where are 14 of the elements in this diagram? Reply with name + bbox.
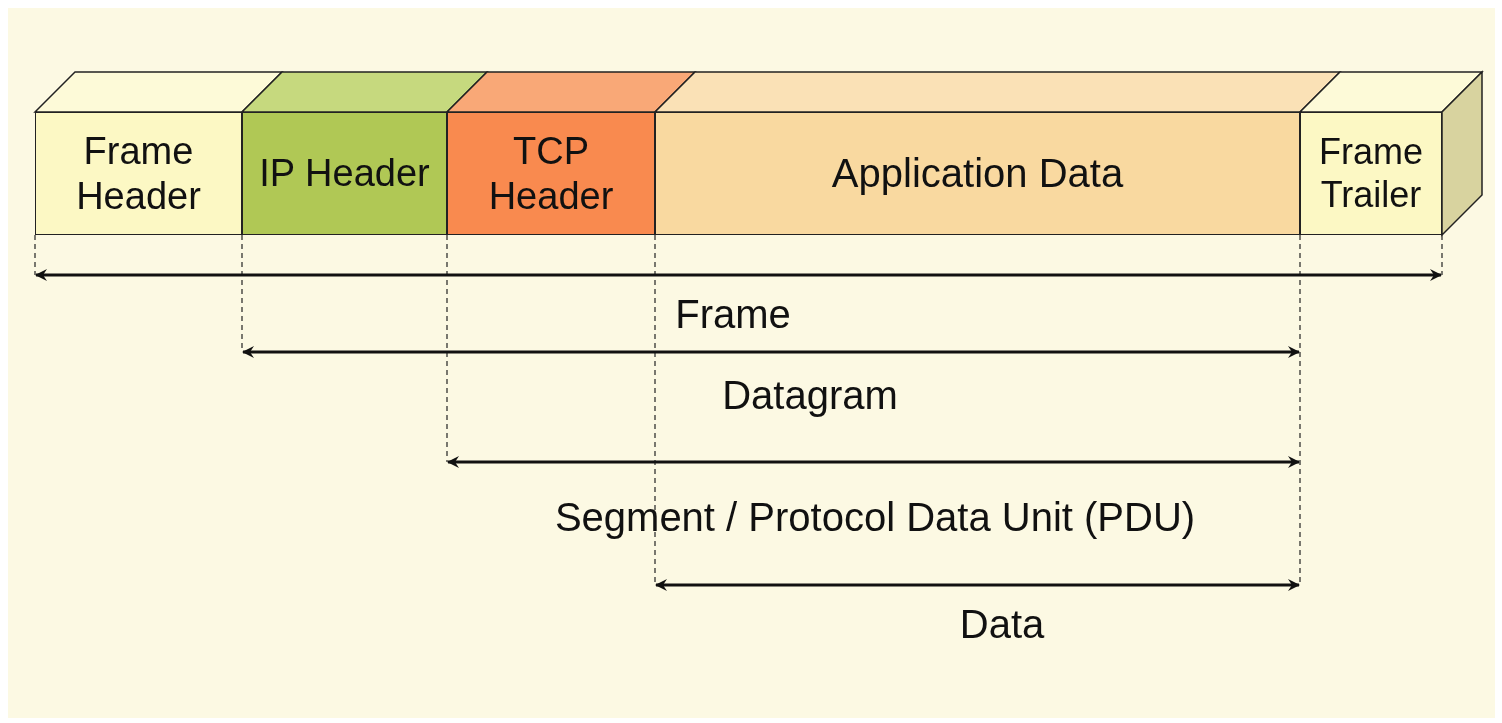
block-label: Frame Header (75, 128, 202, 219)
header-block (35, 112, 242, 235)
dimension-label: Segment / Protocol Data Unit (PDU) (554, 495, 1196, 540)
header-block (242, 112, 447, 235)
header-block (447, 112, 655, 235)
block-label: Frame Trailer (1318, 131, 1424, 216)
block-label: IP Header (259, 151, 430, 196)
dimension-label: Frame (675, 292, 791, 337)
header-block (655, 112, 1300, 235)
block-label: TCP Header (487, 128, 615, 219)
dimension-label: Data (959, 602, 1045, 647)
dimension-label: Datagram (722, 373, 898, 418)
header-block (1300, 112, 1442, 235)
block-label: Application Data (831, 149, 1124, 197)
